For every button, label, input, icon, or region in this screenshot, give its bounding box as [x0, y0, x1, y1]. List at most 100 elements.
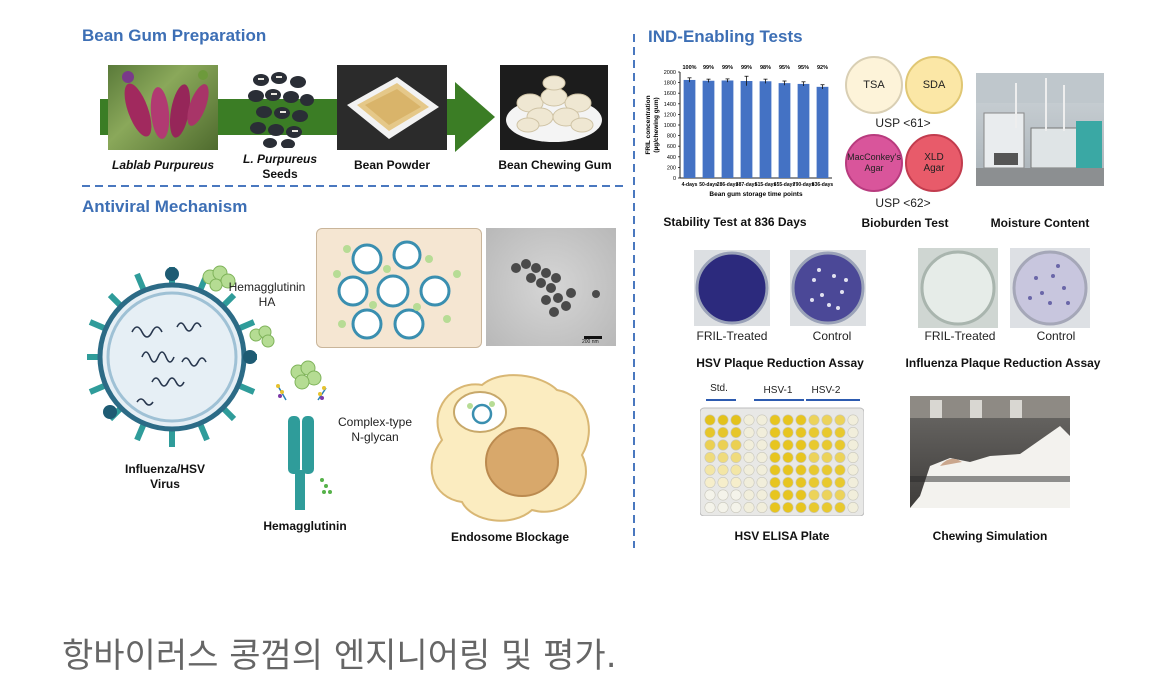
elisa-well — [821, 439, 833, 451]
elisa-well — [704, 451, 716, 463]
elisa-well — [821, 502, 833, 514]
lablab-plant-photo — [108, 65, 218, 150]
y-tick-label: 1200 — [664, 112, 676, 118]
usp62-label: USP <62> — [875, 196, 931, 210]
elisa-well — [769, 426, 781, 438]
elisa-well — [821, 489, 833, 501]
elisa-well — [769, 451, 781, 463]
plate-tsa-label: TSA — [863, 79, 885, 91]
x-tick-label: 387-days — [736, 182, 758, 188]
elisa-wells — [704, 414, 859, 514]
elisa-well — [756, 502, 768, 514]
plate-xld-line2: Agar — [923, 163, 945, 174]
elisa-well — [847, 439, 859, 451]
elisa-well — [743, 502, 755, 514]
elisa-well — [743, 439, 755, 451]
virus-illustration — [87, 267, 257, 447]
elisa-well — [795, 439, 807, 451]
ha-label-line1: Hemagglutinin — [228, 280, 306, 294]
elisa-well — [847, 414, 859, 426]
elisa-well — [756, 489, 768, 501]
elisa-well — [834, 502, 846, 514]
bar-50-days — [702, 80, 715, 178]
elisa-well — [756, 477, 768, 489]
elisa-well — [821, 414, 833, 426]
electron-micrograph: 200 nm — [486, 228, 616, 346]
elisa-well — [730, 414, 742, 426]
dividers — [82, 34, 635, 548]
elisa-well — [795, 489, 807, 501]
bar-286-days — [721, 80, 734, 178]
bar-387-days — [740, 81, 753, 178]
elisa-well — [782, 464, 794, 476]
n-glycan-label-line1: Complex-type — [337, 415, 413, 429]
elisa-well — [769, 502, 781, 514]
elisa-well — [769, 464, 781, 476]
y-tick-label: 400 — [667, 155, 676, 161]
data-label: 92% — [817, 65, 828, 71]
elisa-well — [782, 489, 794, 501]
caption-bean-powder: Bean Powder — [353, 158, 431, 172]
caption-seeds-rest: Seeds — [262, 167, 298, 181]
hemagglutinin-receptor-illustration — [276, 360, 332, 510]
elisa-well — [795, 502, 807, 514]
y-tick-label: 2000 — [664, 70, 676, 76]
bar-790-days — [797, 83, 810, 178]
elisa-well — [808, 451, 820, 463]
elisa-well — [730, 439, 742, 451]
x-tick-label: 790-days — [793, 182, 815, 188]
elisa-well — [717, 426, 729, 438]
elisa-well — [834, 464, 846, 476]
caption-bean-chewing-gum: Bean Chewing Gum — [498, 158, 612, 172]
elisa-well — [847, 477, 859, 489]
elisa-well — [834, 451, 846, 463]
elisa-caption: HSV ELISA Plate — [734, 529, 830, 543]
elisa-well — [808, 426, 820, 438]
bioburden-plates — [845, 56, 963, 192]
x-tick-label: 50-days — [699, 182, 718, 188]
moisture-caption: Moisture Content — [990, 216, 1090, 230]
elisa-well — [847, 426, 859, 438]
elisa-well — [756, 414, 768, 426]
caption-seeds-species: L. Purpureus — [242, 152, 317, 166]
elisa-well — [730, 477, 742, 489]
data-label: 99% — [722, 65, 733, 71]
elisa-well — [769, 439, 781, 451]
y-tick-label: 1400 — [664, 102, 676, 108]
y-axis-label-line1: FRIL concentration — [645, 95, 652, 154]
elisa-std-label: Std. — [710, 383, 728, 394]
elisa-well — [756, 439, 768, 451]
ha-label-line2: HA — [258, 295, 276, 309]
x-tick-label: 515-days — [755, 182, 777, 188]
elisa-well — [704, 426, 716, 438]
ha-protein-icon-2 — [249, 325, 275, 348]
elisa-well — [795, 464, 807, 476]
elisa-well — [769, 477, 781, 489]
elisa-well — [795, 426, 807, 438]
em-scalebar-label: 200 nm — [582, 339, 599, 345]
data-label: 95% — [798, 65, 809, 71]
elisa-well — [717, 439, 729, 451]
elisa-well — [782, 426, 794, 438]
elisa-well — [782, 439, 794, 451]
bean-chewing-gum-photo — [500, 65, 608, 150]
elisa-well — [821, 451, 833, 463]
elisa-well — [847, 502, 859, 514]
x-tick-label: 655-days — [774, 182, 796, 188]
elisa-well — [808, 414, 820, 426]
elisa-well — [808, 439, 820, 451]
data-label: 99% — [703, 65, 714, 71]
elisa-well — [795, 414, 807, 426]
x-axis-label: Bean gum storage time points — [709, 191, 803, 198]
ha-protein-icon — [202, 265, 236, 292]
elisa-well — [704, 464, 716, 476]
elisa-well — [795, 451, 807, 463]
virus-label-line1: Influenza/HSV — [124, 462, 205, 476]
elisa-well — [769, 489, 781, 501]
elisa-well — [730, 451, 742, 463]
y-axis-label-line2: (µg/chewing gum) — [653, 97, 660, 152]
y-tick-label: 1800 — [664, 81, 676, 87]
y-tick-label: 1000 — [664, 123, 676, 129]
elisa-well — [821, 426, 833, 438]
elisa-well — [795, 477, 807, 489]
